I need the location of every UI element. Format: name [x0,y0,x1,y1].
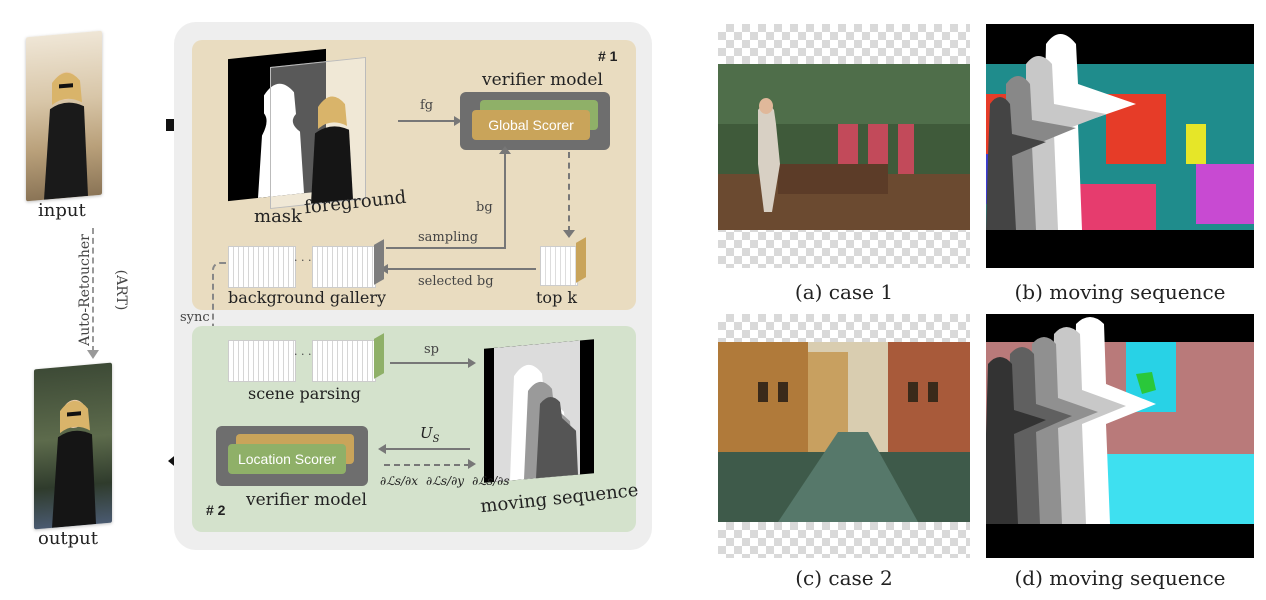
us-symbol: U [420,424,433,442]
input-label: input [38,200,86,221]
mask-plane [228,48,326,202]
bg-arrow-vertical [504,152,506,248]
scene-stack-1 [228,340,296,382]
scene-stack-side [374,333,384,379]
output-photo [34,362,112,530]
sp-arrow [390,362,470,364]
selected-bg-label: selected bg [418,274,494,289]
selected-bg-arrowhead [380,264,388,274]
case1-room-illustration [718,64,970,230]
sp-label: sp [424,342,439,357]
mask-label: mask [254,206,302,227]
foreground-plane [270,56,366,210]
top-k-stack [540,237,586,286]
scene-parsing-label: scene parsing [248,384,361,403]
bg-arrowhead [499,146,511,154]
seq1-image [986,24,1254,268]
verifier-top-label: verifier model [482,70,603,90]
us-label: US [420,424,440,445]
bg-label: bg [476,200,493,215]
us-subscript: S [432,434,440,445]
art-arrowhead [87,350,99,359]
scene-stack-2 [312,340,376,382]
seq2-parsing-illustration [986,317,1254,524]
gallery-ellipsis: · · · [294,254,312,267]
input-photo [26,30,102,202]
pipeline-diagram: input Auto-Retoucher (ART) output # 1 [26,22,652,550]
art-arrow [92,228,96,352]
top-k-label: top k [536,288,578,307]
sync-label: sync [180,310,210,325]
stage1-tag: # 1 [598,48,618,64]
verifier-bottom-label: verifier model [246,490,367,510]
gradient-arrow [384,464,470,466]
global-scorer: Global Scorer [472,110,590,140]
seq2-caption: (d) moving sequence [1014,566,1226,590]
scene-ellipsis: · · · [294,348,312,361]
sp-arrowhead [468,358,476,368]
art-abbrev: (ART) [113,269,129,311]
seq1-caption: (b) moving sequence [1014,280,1226,304]
gallery-stack-side [374,239,384,285]
case2-caption: (c) case 2 [795,566,893,590]
selected-bg-line [386,268,536,270]
gradient-s: ∂ℒs/∂s [472,474,510,488]
gallery-stack-1 [228,246,296,288]
case2-image [718,314,970,558]
examples-grid: (a) case 1 (b) moving sequence [700,0,1266,600]
fg-label: fg [420,98,434,113]
us-arrow [384,448,470,450]
fg-arrow [398,120,456,122]
fg-arrowhead [454,116,462,126]
location-scorer: Location Scorer [228,444,346,474]
gradient-x: ∂ℒs/∂x [380,474,419,488]
verifier-to-topk-arrow [568,152,570,232]
gallery-stack-2 [312,246,376,288]
moving-sequence-image [484,339,594,483]
gallery-label: background gallery [228,288,387,307]
seq2-image [986,314,1254,558]
gradient-labels: ∂ℒs/∂x ∂ℒs/∂y ∂ℒs/∂s [380,474,510,488]
verifier-to-topk-arrowhead [563,230,575,238]
art-label: Auto-Retoucher [77,234,93,346]
sampling-line [386,247,506,249]
gradient-y: ∂ℒs/∂y [426,474,465,488]
sampling-label: sampling [418,230,479,245]
case2-canal-illustration [718,342,970,522]
case1-image [718,24,970,268]
stage2-tag: # 2 [206,502,226,518]
case1-caption: (a) case 1 [794,280,894,304]
output-label: output [38,528,99,549]
us-arrowhead [378,444,386,454]
gradient-arrowhead [468,459,476,469]
seq1-parsing-illustration [986,34,1254,230]
